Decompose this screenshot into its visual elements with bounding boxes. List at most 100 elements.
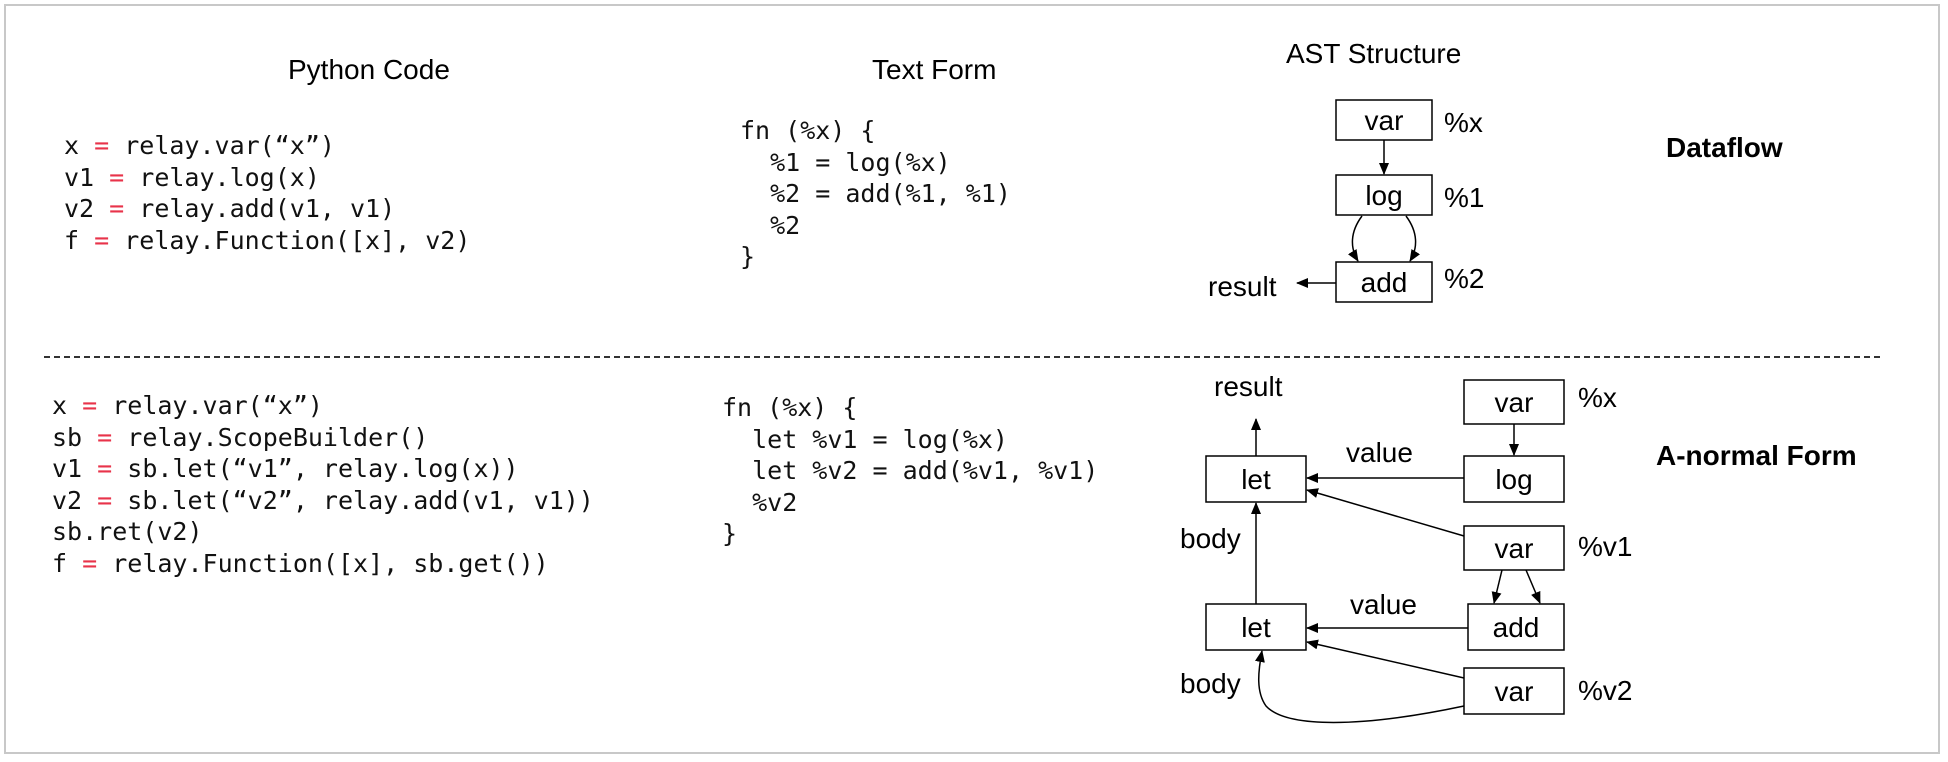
edge-varv2-to-let2-body [1255, 650, 1465, 724]
code-rhs: relay.Function([x], v2) [124, 225, 471, 255]
svg-text:add: add [1361, 267, 1408, 298]
bottom-text-form-code: fn (%x) { let %v1 = log(%x) let %v2 = ad… [722, 392, 1098, 550]
heading-text-form: Text Form [872, 54, 997, 85]
dataflow-result-label: result [1208, 271, 1277, 302]
anf-body-label-2: body [1180, 668, 1241, 699]
code-rhs: sb.let(“v2”, relay.add(v1, v1)) [127, 485, 594, 515]
code-rhs: sb.let(“v1”, relay.log(x)) [127, 454, 519, 483]
edge-varv2-to-let2 [1306, 639, 1465, 679]
anf-node-var-x: var [1463, 379, 1565, 425]
top-text-form-code: fn (%x) { %1 = log(%x) %2 = add(%1, %1) … [740, 115, 1011, 273]
anf-node-var-v2: var [1463, 667, 1565, 715]
code-rhs: relay.var(“x”) [112, 391, 323, 420]
code-rhs: relay.log(x) [139, 162, 320, 192]
svg-text:let: let [1241, 464, 1271, 495]
top-text-line: %2 = add(%1, %1) [740, 179, 1011, 208]
anf-tag-x: %x [1578, 382, 1617, 413]
anf-ast: result let let var %x log var %v1 add [1180, 371, 1632, 724]
svg-text:var: var [1365, 105, 1404, 136]
svg-text:add: add [1493, 612, 1540, 643]
anf-tag-v2: %v2 [1578, 675, 1632, 706]
dataflow-tag-x: %x [1444, 107, 1483, 138]
bottom-text-line: } [722, 519, 738, 548]
svg-text:log: log [1365, 180, 1402, 211]
dataflow-node-add: add [1335, 261, 1433, 303]
top-text-line: } [740, 242, 756, 271]
edge-log-to-add-right [1405, 215, 1421, 262]
dataflow-ast: var %x log %1 add %2 result [1208, 99, 1484, 303]
heading-python-code: Python Code [288, 54, 450, 85]
anf-node-let-1: let [1205, 455, 1307, 503]
assign-operator: = [67, 548, 113, 578]
top-python-line: f = relay.Function([x], v2) [64, 225, 470, 257]
code-lhs: v2 [52, 485, 83, 515]
svg-text:log: log [1495, 464, 1532, 495]
top-python-line: x = relay.var(“x”) [64, 130, 470, 162]
label-a-normal-form: A-normal Form [1656, 440, 1857, 471]
bottom-python-line: sb = relay.ScopeBuilder() [52, 422, 594, 454]
anf-value-label-1: value [1346, 437, 1413, 468]
top-python-line: v2 = relay.add(v1, v1) [64, 193, 470, 225]
anf-value-label-2: value [1350, 589, 1417, 620]
top-python-line: v1 = relay.log(x) [64, 162, 470, 194]
assign-operator: = [82, 485, 128, 515]
heading-ast-structure: AST Structure [1286, 38, 1462, 69]
top-python-code: x = relay.var(“x”)v1 = relay.log(x)v2 = … [64, 130, 470, 256]
anf-result-label: result [1214, 371, 1283, 402]
anf-node-let-2: let [1205, 603, 1307, 651]
dataflow-tag-2: %2 [1444, 263, 1484, 294]
bottom-python-line: x = relay.var(“x”) [52, 390, 594, 422]
assign-operator: = [94, 162, 140, 192]
bottom-text-line: let %v2 = add(%v1, %v1) [722, 456, 1099, 485]
top-text-line: %2 [740, 210, 801, 240]
anf-body-label-1: body [1180, 523, 1241, 554]
section-divider [44, 356, 1880, 358]
anf-tag-v1: %v1 [1578, 531, 1632, 562]
code-lhs: v2 [64, 194, 95, 223]
code-lhs: x [64, 131, 80, 160]
code-lhs: f [52, 548, 68, 578]
dataflow-tag-1: %1 [1444, 182, 1484, 213]
top-text-line: fn (%x) { [740, 116, 876, 145]
edge-varv1-to-let1 [1306, 488, 1465, 537]
code-rhs: relay.Function([x], sb.get()) [112, 548, 549, 578]
anf-node-log: log [1463, 455, 1565, 503]
svg-text:var: var [1495, 533, 1534, 564]
bottom-text-line: fn (%x) { [722, 393, 858, 422]
svg-text:let: let [1241, 612, 1271, 643]
edge-log-to-add-left [1347, 215, 1363, 262]
assign-operator: = [94, 194, 140, 223]
code-rhs: relay.ScopeBuilder() [127, 422, 429, 452]
bottom-python-code: x = relay.var(“x”)sb = relay.ScopeBuilde… [52, 390, 594, 579]
assign-operator: = [82, 454, 128, 483]
code-rhs: relay.var(“x”) [124, 131, 335, 160]
bottom-python-line: sb.ret(v2) [52, 516, 594, 548]
code-lhs: x [52, 391, 68, 420]
dataflow-node-log: log [1335, 174, 1433, 216]
code-lhs: v1 [64, 162, 95, 192]
code-rhs: relay.add(v1, v1) [139, 194, 396, 223]
anf-node-add: add [1467, 603, 1565, 651]
code-lhs: f [64, 225, 80, 255]
svg-text:var: var [1495, 676, 1534, 707]
code-rhs: sb.ret(v2) [52, 517, 203, 546]
edge-varv1-to-add-left [1491, 569, 1503, 604]
edge-varv1-to-add-right [1525, 569, 1541, 604]
dataflow-node-var: var [1335, 99, 1433, 141]
code-lhs: v1 [52, 454, 83, 483]
bottom-text-line: %v2 [722, 487, 798, 517]
figure-frame [4, 4, 1940, 754]
label-dataflow: Dataflow [1666, 132, 1783, 163]
anf-node-var-v1: var [1463, 525, 1565, 571]
top-text-line: %1 = log(%x) [740, 147, 951, 177]
bottom-python-line: v1 = sb.let(“v1”, relay.log(x)) [52, 453, 594, 485]
assign-operator: = [79, 131, 125, 160]
bottom-python-line: v2 = sb.let(“v2”, relay.add(v1, v1)) [52, 485, 594, 517]
bottom-text-line: let %v1 = log(%x) [722, 424, 1008, 454]
assign-operator: = [79, 225, 125, 255]
bottom-python-line: f = relay.Function([x], sb.get()) [52, 548, 594, 580]
code-lhs: sb [52, 422, 83, 452]
svg-text:var: var [1495, 387, 1534, 418]
assign-operator: = [67, 391, 113, 420]
